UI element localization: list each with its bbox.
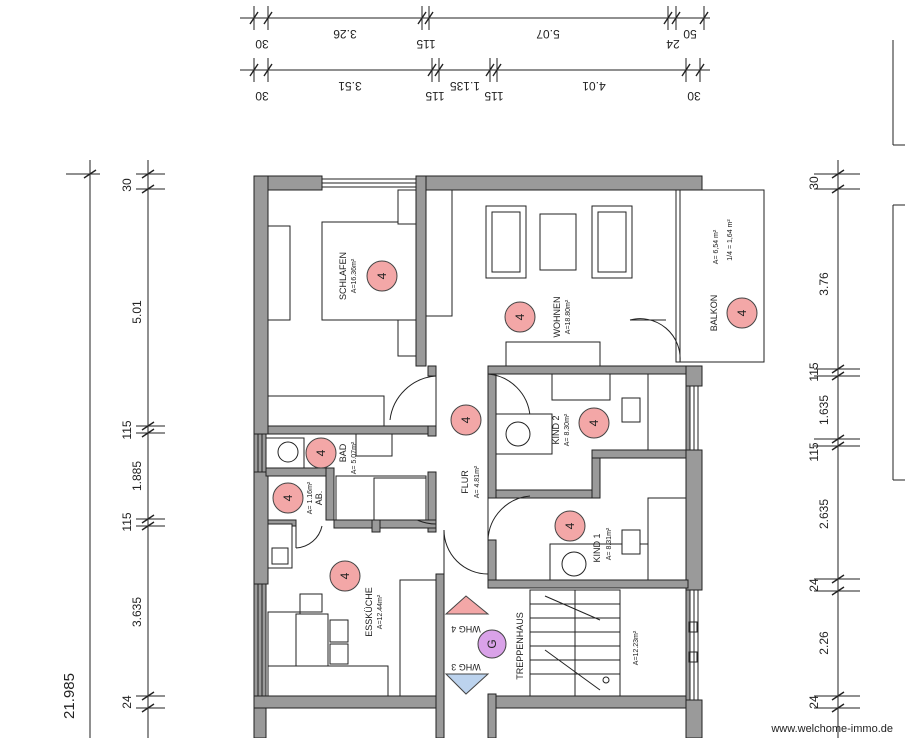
room-labels: SCHLAFEN A=16.36m² WOHNEN A=18.80m² BALK…: [307, 219, 734, 680]
marker-kind1-text: 4: [563, 522, 577, 529]
dim-right-2: 115: [807, 362, 821, 381]
marker-balkon-text: 4: [735, 309, 749, 316]
marker-flur: [450, 404, 482, 436]
dim-top1-2: 115: [416, 37, 435, 51]
dim-right-8: 24: [807, 695, 821, 709]
room-wohnen-area: A=18.80m²: [565, 299, 572, 334]
dim-top2-2: 115: [425, 89, 444, 103]
dim-left-3: 1.885: [130, 461, 144, 491]
room-esskueche-area: A=12.44m²: [377, 594, 384, 629]
marker-bad: [305, 437, 337, 469]
dim-left-6: 24: [120, 695, 134, 709]
windows: [257, 178, 699, 700]
dim-right-7: 2.26: [817, 631, 831, 655]
top-row2-ticks: [249, 58, 705, 82]
walls: [253, 175, 703, 738]
dim-left-0: 30: [120, 178, 134, 192]
room-schlafen-area: A=16.36m²: [351, 258, 358, 293]
furniture: [265, 189, 687, 697]
dim-top1-0: 30: [255, 37, 269, 51]
room-kind2-name: KIND 2: [551, 415, 561, 444]
room-balkon-area: A= 6,54 m²: [713, 229, 720, 264]
dim-top2-6: 30: [687, 89, 701, 103]
room-wohnen-name: WOHNEN: [552, 297, 562, 338]
marker-esskueche-text: 4: [338, 572, 352, 579]
dim-top1-5: 50: [683, 27, 697, 41]
marker-schlafen-text: 4: [375, 272, 389, 279]
room-treppenhaus-area: A=12.23m²: [633, 630, 640, 665]
dim-right-6: 24: [807, 578, 821, 592]
dim-top2-4: 115: [484, 89, 503, 103]
dim-left-1: 5.01: [130, 300, 144, 324]
whg3-label: WHG 3: [451, 662, 481, 672]
room-kind1-area: A= 8.31m²: [606, 527, 613, 560]
left-dimension-chain: 30 5.01 115 1.885 115 3.635 24 21.985: [61, 160, 165, 738]
whg3-arrow: [444, 673, 490, 695]
website-watermark: www.welchome-immo.de: [771, 723, 893, 735]
dim-top2-1: 3.51: [338, 79, 362, 93]
room-esskueche-name: ESSKÜCHE: [364, 587, 374, 637]
dim-right-0: 30: [807, 176, 821, 190]
room-ab-name: AB.: [314, 491, 324, 506]
whg4-arrow: [444, 595, 490, 615]
dim-top2-3: 1.135: [450, 79, 480, 93]
top-row1-ticks: [249, 6, 709, 30]
marker-treppenhaus: [477, 629, 507, 659]
top-dimension-chains: 30 3.26 115 5.07 24 50 30 3.51 115 1.135…: [240, 6, 710, 103]
dim-right-4: 115: [807, 442, 821, 461]
dim-top2-0: 30: [255, 89, 269, 103]
room-flur-area: A= 4.81m²: [474, 465, 481, 498]
marker-kind2-text: 4: [587, 419, 601, 426]
dim-top1-4: 24: [666, 37, 680, 51]
room-balkon-area2: 1/4 = 1,64 m²: [727, 219, 734, 261]
balkon-outline: [675, 189, 765, 363]
marker-schlafen: [366, 260, 398, 292]
room-flur-name: FLUR: [460, 470, 470, 494]
dim-left-4: 115: [120, 512, 134, 531]
dim-top1-1: 3.26: [333, 27, 357, 41]
marker-wohnen: [504, 301, 536, 333]
room-bad-name: BAD: [338, 443, 348, 462]
room-schlafen-name: SCHLAFEN: [338, 252, 348, 300]
marker-kind2: [578, 407, 610, 439]
whg4-label: WHG 4: [451, 624, 481, 634]
room-treppenhaus-name: TREPPENHAUS: [515, 612, 525, 680]
dim-right-3: 1.635: [817, 395, 831, 425]
dim-top2-5: 4.01: [582, 79, 606, 93]
dim-left-total: 21.985: [61, 673, 78, 719]
room-markers: 4 4 4 4 4 4 4 4 4 G: [272, 260, 758, 659]
marker-treppenhaus-text: G: [485, 639, 499, 648]
dim-left-2: 115: [120, 420, 134, 439]
marker-esskueche: [329, 560, 361, 592]
marker-flur-text: 4: [459, 416, 473, 423]
marker-ab-text: 4: [281, 494, 295, 501]
dim-top1-3: 5.07: [536, 27, 560, 41]
room-kind2-area: A= 8.30m²: [564, 413, 571, 446]
marker-wohnen-text: 4: [513, 313, 527, 320]
marker-kind1: [554, 510, 586, 542]
marker-bad-text: 4: [314, 449, 328, 456]
room-ab-area: A= 1.16m²: [307, 481, 314, 514]
dim-left-5: 3.635: [130, 597, 144, 627]
room-balkon-name: BALKON: [709, 295, 719, 332]
right-dimension-chain: 30 3.76 115 1.635 115 2.635 24 2.26 24: [807, 160, 860, 738]
dim-right-1: 3.76: [817, 272, 831, 296]
room-bad-area: A= 5.07m²: [351, 441, 358, 474]
dim-right-5: 2.635: [817, 499, 831, 529]
marker-balkon: [726, 297, 758, 329]
marker-ab: [272, 482, 304, 514]
room-kind1-name: KIND 1: [592, 533, 602, 562]
staircase: [529, 589, 621, 697]
